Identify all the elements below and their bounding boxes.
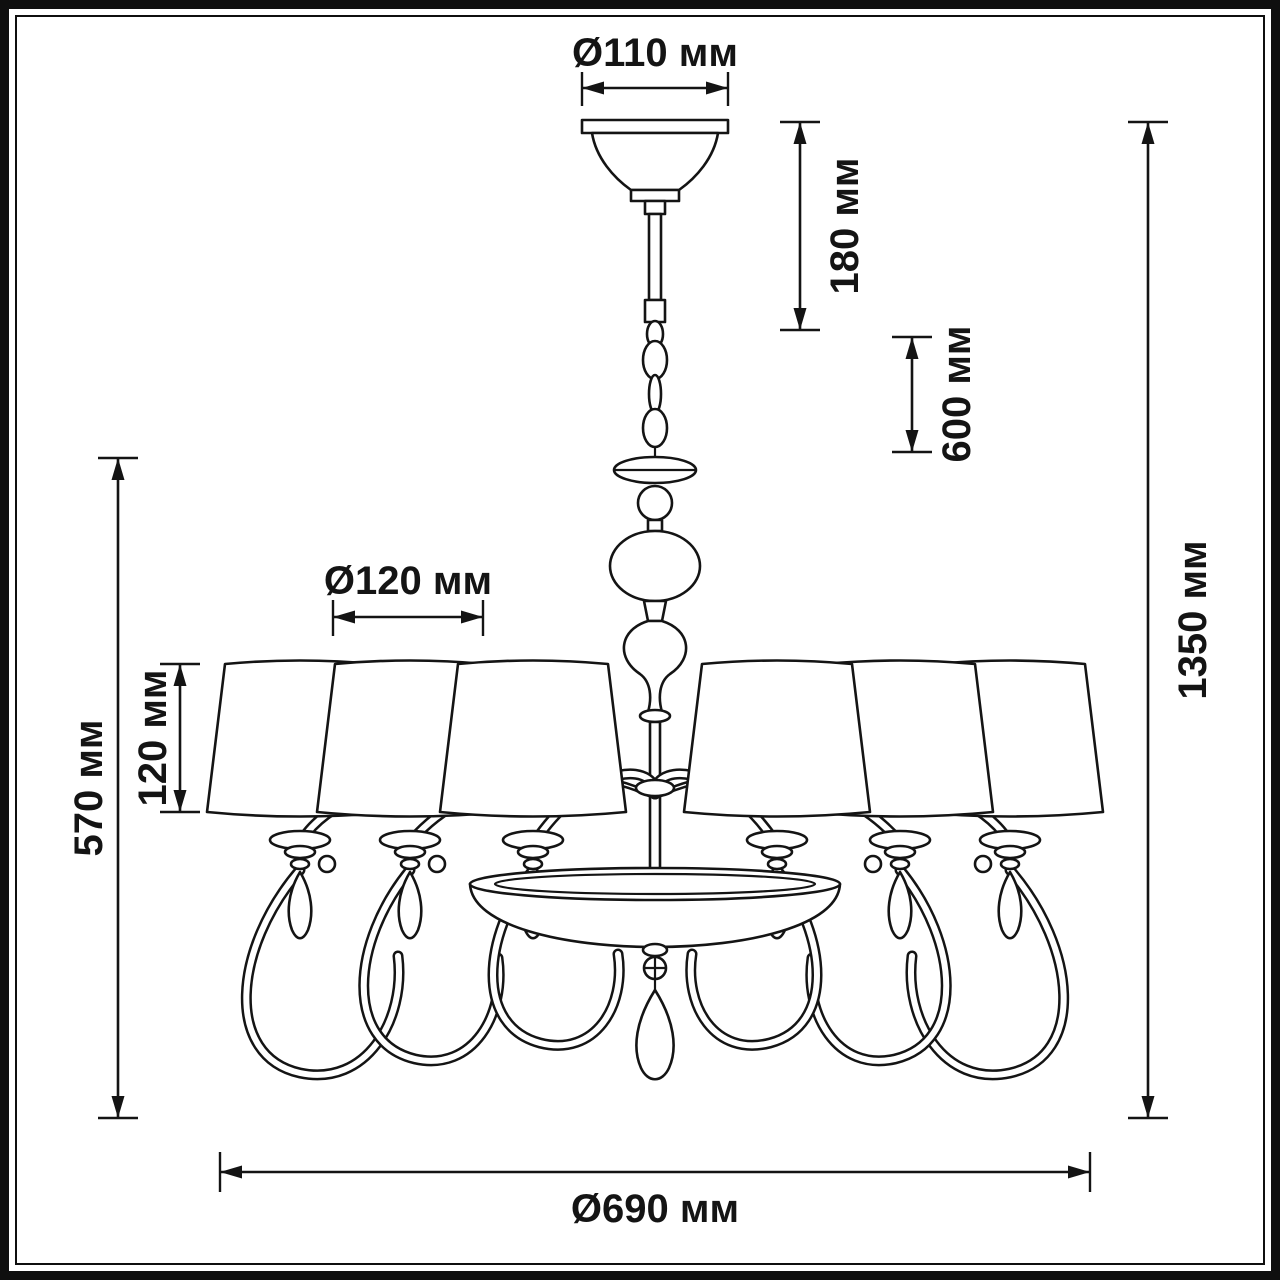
- finial-rosette-facets: [644, 957, 666, 979]
- chain: [641, 319, 669, 458]
- inner-border-frame: [15, 15, 1265, 1265]
- chain-link: [647, 373, 663, 415]
- dimension-overall-diameter: Ø690 мм: [218, 1152, 1092, 1231]
- holder-cup: [760, 844, 794, 860]
- dim-label-overall-diameter: Ø690 мм: [571, 1187, 739, 1231]
- holder-cup: [393, 844, 427, 860]
- dimension-canopy-diameter: Ø110 мм: [572, 31, 738, 106]
- dim-label-shade-height: 120 мм: [131, 669, 175, 806]
- holder-cup: [516, 844, 550, 860]
- dimension-rod-height: 180 мм: [780, 120, 867, 332]
- canopy-body: [590, 131, 720, 192]
- holder-knob: [766, 857, 788, 871]
- bottom-bowl: [468, 866, 842, 1081]
- bowl-rim: [468, 866, 842, 902]
- dimension-total-height: 1350 мм: [1128, 120, 1215, 1120]
- holder-knob: [999, 857, 1021, 871]
- dim-label-chain-length: 600 мм: [935, 325, 979, 462]
- glass-ball-large: [608, 529, 702, 603]
- crystal-drop: [887, 870, 913, 940]
- arm-loop: [490, 867, 623, 1049]
- crystal-rosette: [427, 854, 447, 874]
- arm-loop: [687, 867, 820, 1049]
- arm-hub-collar: [634, 778, 676, 798]
- bowl-rim-inner: [493, 872, 817, 896]
- suspension-rod: [643, 199, 667, 324]
- lampshade: [438, 659, 628, 818]
- finial-crystal-drop: [635, 988, 675, 1081]
- rod-tube: [647, 212, 663, 302]
- rod-socket: [643, 298, 667, 324]
- dimension-chain-length: 600 мм: [892, 325, 979, 463]
- lampshade: [682, 659, 872, 818]
- crystal-rosette: [317, 854, 337, 874]
- holder-knob: [399, 857, 421, 871]
- baluster-vase: [622, 619, 688, 714]
- arm-loop: [360, 867, 503, 1064]
- crystal-rosette: [973, 854, 993, 874]
- crystal-rosette: [863, 854, 883, 874]
- dimension-shade-diameter: Ø120 мм: [324, 559, 492, 636]
- ceiling-canopy: [580, 118, 730, 203]
- ball-connector: [646, 518, 664, 533]
- crystal-drop: [287, 870, 313, 940]
- canopy-base: [629, 188, 681, 203]
- chain-link: [641, 407, 669, 449]
- arm-loop: [243, 867, 402, 1078]
- dim-label-fixture-height: 570 мм: [67, 719, 111, 856]
- glass-ball-small: [636, 484, 674, 522]
- dimension-fixture-height: 570 мм: [67, 456, 138, 1120]
- finial-collar: [641, 942, 669, 958]
- holder-cup: [283, 844, 317, 860]
- column-neck: [642, 599, 668, 623]
- arm-loop: [807, 867, 950, 1064]
- dimension-shade-height: 120 мм: [131, 662, 200, 814]
- dim-label-rod-height: 180 мм: [823, 157, 867, 294]
- dim-label-canopy-diameter: Ø110 мм: [572, 31, 738, 75]
- holder-knob: [289, 857, 311, 871]
- lampshades: [205, 659, 1105, 818]
- crystal-drop: [997, 870, 1023, 940]
- vase-collar: [638, 708, 672, 724]
- arm-loop: [908, 867, 1067, 1078]
- rod-coupler: [643, 199, 667, 216]
- canopy-rim: [580, 118, 730, 135]
- chain-link: [641, 339, 669, 381]
- center-column: [608, 455, 702, 886]
- holder-knob: [522, 857, 544, 871]
- center-stem: [648, 720, 662, 886]
- dim-label-shade-diameter: Ø120 мм: [324, 559, 492, 603]
- dim-label-total-height: 1350 мм: [1171, 540, 1215, 699]
- holder-knob: [889, 857, 911, 871]
- holder-cup: [993, 844, 1027, 860]
- holder-cup: [883, 844, 917, 860]
- crystal-drop: [397, 870, 423, 940]
